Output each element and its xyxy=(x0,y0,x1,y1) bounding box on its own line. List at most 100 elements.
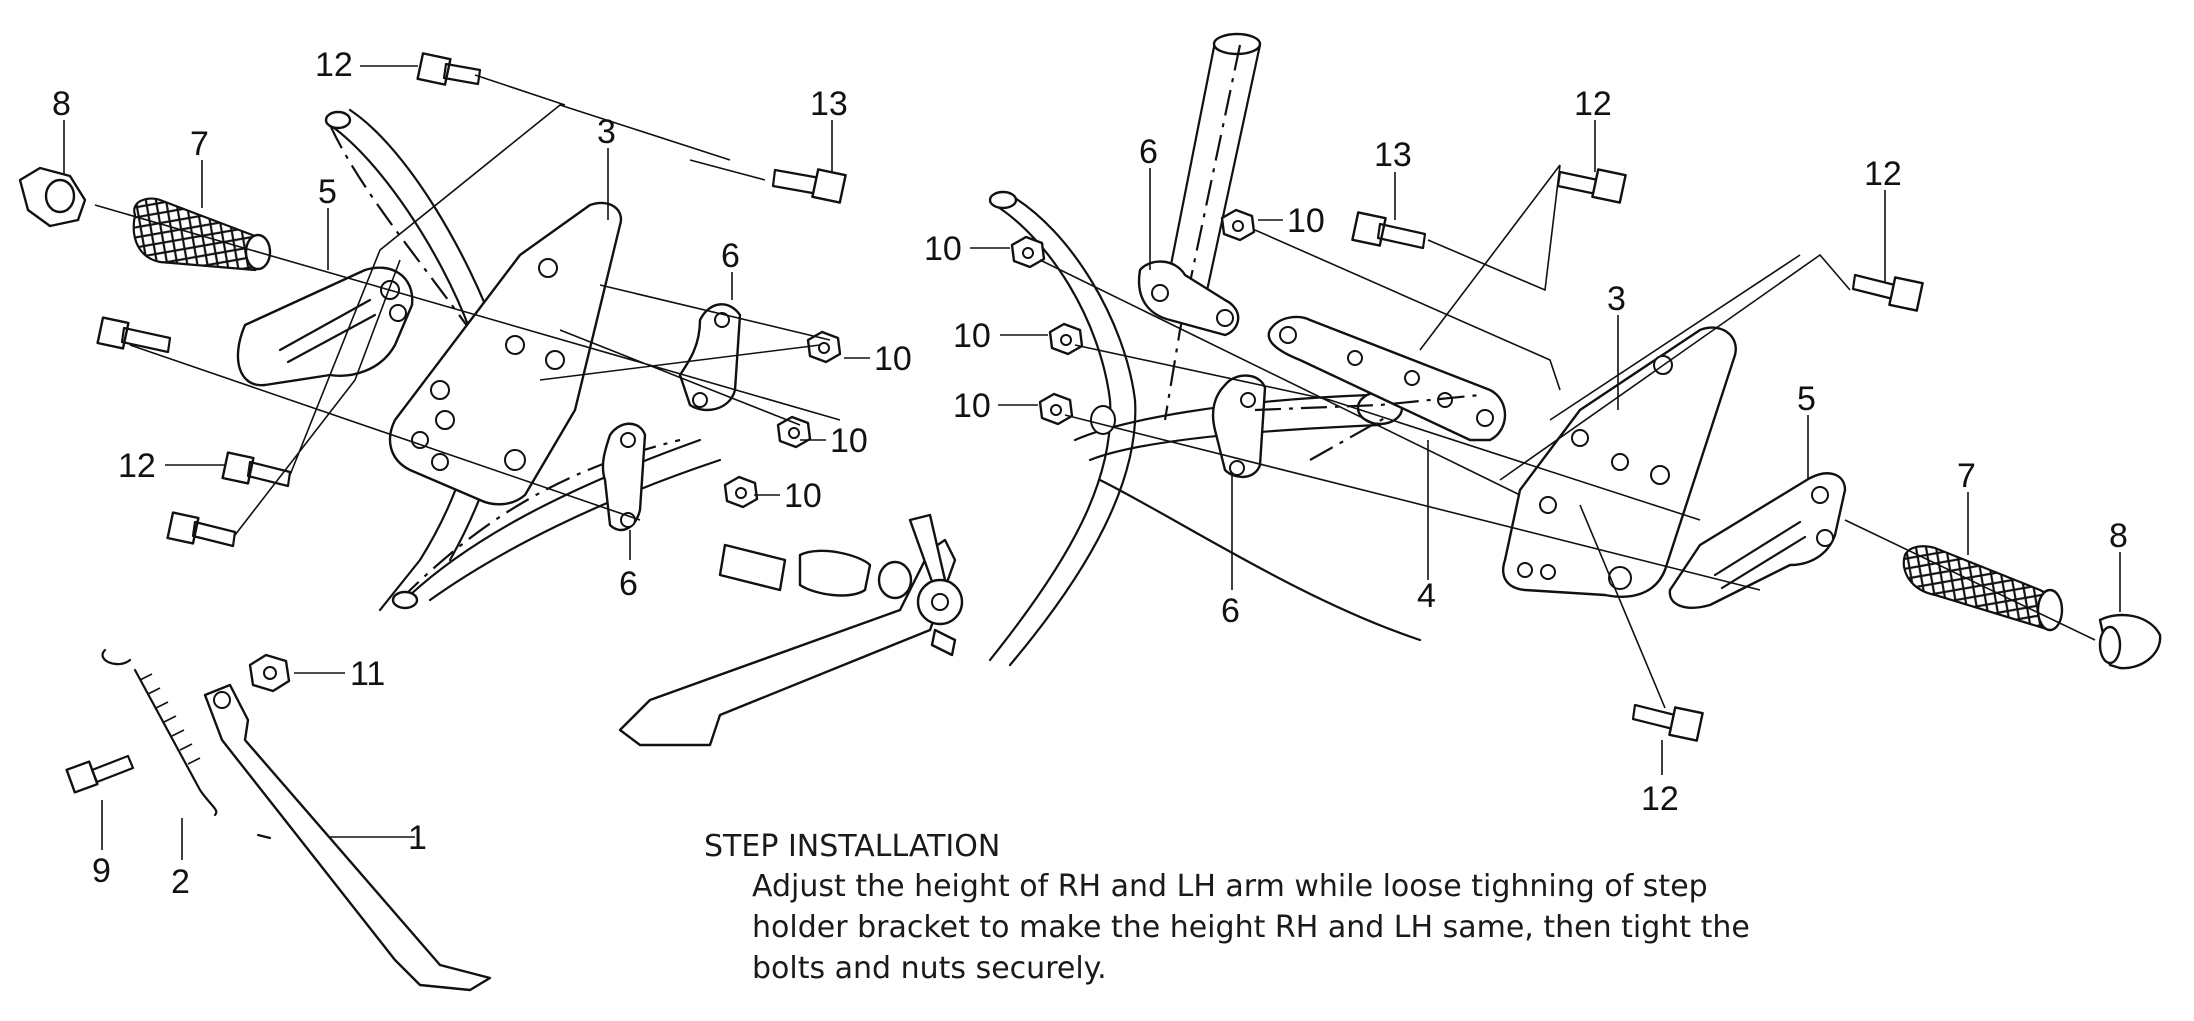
link-plate-hole-3 xyxy=(1404,370,1420,386)
callout-13-left: 13 xyxy=(810,85,848,123)
left-plate-hole-a xyxy=(538,258,558,278)
left-clamp-top-hole-2 xyxy=(692,392,708,408)
note-line-2: holder bracket to make the height RH and… xyxy=(752,910,1750,945)
callout-10-left-c: 10 xyxy=(784,477,822,515)
left-clamp-top-hole-1 xyxy=(714,312,730,328)
callout-10-right-a: 10 xyxy=(924,230,962,268)
left-bolt-12-mid xyxy=(221,451,292,488)
left-step-arm-hole-2 xyxy=(389,304,407,322)
callout-6-left-top: 6 xyxy=(721,237,740,275)
left-lower-tube-end xyxy=(391,590,419,610)
right-nut-10-d xyxy=(1038,392,1074,426)
callout-12-right-bottom: 12 xyxy=(1641,780,1679,818)
callout-labels: 12 8 7 5 3 13 6 10 10 10 12 6 11 1 9 2 6… xyxy=(52,46,2128,901)
callout-6-left-bottom: 6 xyxy=(619,565,638,603)
right-nut-10-c xyxy=(1048,322,1084,356)
right-plate-hole-f xyxy=(1517,562,1533,578)
left-plate-hole-e xyxy=(435,410,455,430)
right-hidden-lines xyxy=(1254,393,1481,461)
callout-11: 11 xyxy=(350,655,385,693)
left-bolt-lower xyxy=(166,511,237,548)
left-nut-10-b xyxy=(776,415,812,449)
side-stand-pin xyxy=(256,833,272,840)
pedal-rod-joint xyxy=(798,549,872,597)
callout-10-left-a: 10 xyxy=(874,340,912,378)
right-plate-hole-e xyxy=(1539,496,1557,514)
step-installation-note: STEP INSTALLATION Adjust the height of R… xyxy=(704,828,1904,989)
right-step-arm-hole-2 xyxy=(1816,529,1834,547)
brake-pedal xyxy=(618,538,957,747)
left-plate-hole-d xyxy=(430,380,450,400)
callout-2: 2 xyxy=(171,863,190,901)
right-plate-hole-c xyxy=(1611,453,1629,471)
right-axis-lines xyxy=(1039,164,2096,709)
right-frame-end xyxy=(988,190,1018,210)
bolt-9 xyxy=(65,754,135,794)
left-axis-lines xyxy=(94,74,841,536)
pedal-rod-end xyxy=(877,560,913,600)
right-plate-hole-g xyxy=(1540,564,1556,580)
note-body: Adjust the height of RH and LH arm while… xyxy=(752,866,1904,989)
link-plate-hole-5 xyxy=(1476,409,1494,427)
note-line-3: bolts and nuts securely. xyxy=(752,951,1107,986)
link-plate-hole-1 xyxy=(1279,326,1297,344)
callout-8-right: 8 xyxy=(2109,517,2128,555)
callout-13-right: 13 xyxy=(1374,136,1412,174)
callout-10-right-d: 10 xyxy=(953,387,991,425)
callout-7-right: 7 xyxy=(1957,457,1976,495)
right-nut-10-b xyxy=(1220,208,1256,242)
right-clamp-bottom-hole-1 xyxy=(1240,392,1256,408)
left-plate-hole-f xyxy=(411,431,429,449)
right-step-arm-slot xyxy=(1713,520,1807,590)
callout-10-left-b: 10 xyxy=(830,422,868,460)
right-assembly xyxy=(988,32,2162,742)
left-bolt-long xyxy=(96,316,172,354)
callout-10-right-c: 10 xyxy=(953,317,991,355)
left-bolt-12-top xyxy=(416,52,482,86)
spring-coils xyxy=(139,673,201,765)
right-bolt-12-far xyxy=(1851,273,1924,312)
right-bolt-12-top xyxy=(1556,168,1627,204)
left-step-arm-slot xyxy=(278,298,377,364)
right-clamp-bottom-hole-2 xyxy=(1229,460,1245,476)
callout-7-left: 7 xyxy=(190,125,209,163)
note-line-1: Adjust the height of RH and LH arm while… xyxy=(752,869,1708,904)
callout-3-left: 3 xyxy=(597,113,616,151)
callout-6-right-bottom: 6 xyxy=(1221,592,1240,630)
left-tube-end xyxy=(324,110,352,130)
callout-5-right: 5 xyxy=(1797,380,1816,418)
note-title: STEP INSTALLATION xyxy=(704,829,1001,864)
left-cap-8-face xyxy=(44,178,76,214)
callout-leaders xyxy=(63,65,2121,860)
right-vertical-tube xyxy=(1163,40,1262,302)
callout-6-right-top: 6 xyxy=(1139,133,1158,171)
callout-12-mid-left: 12 xyxy=(118,447,156,485)
right-clamp-top-hole-1 xyxy=(1151,284,1169,302)
left-plate-hole-h xyxy=(504,449,526,471)
callout-3-right: 3 xyxy=(1607,280,1626,318)
callout-12-top-left: 12 xyxy=(315,46,353,84)
right-step-arm-5 xyxy=(1668,472,1847,609)
callout-8-left: 8 xyxy=(52,85,71,123)
pedal-hook xyxy=(930,628,957,657)
left-nut-10-c xyxy=(723,475,759,509)
right-clamp-6-top xyxy=(1137,260,1240,337)
right-cap-8-face xyxy=(2098,625,2122,665)
right-clamp-top-hole-2 xyxy=(1216,309,1234,327)
left-nut-10-a xyxy=(806,330,842,364)
right-tube-center xyxy=(1163,44,1242,421)
side-stand-spring-2 xyxy=(101,648,218,817)
left-assembly xyxy=(18,52,964,992)
link-plate-hole-2 xyxy=(1347,350,1363,366)
left-clamp-6-bottom xyxy=(601,422,647,532)
right-link-plate-4 xyxy=(1267,315,1507,442)
side-stand-1 xyxy=(203,683,492,992)
left-lower-tube xyxy=(408,438,722,602)
callout-1: 1 xyxy=(408,819,427,857)
link-plate-hole-4 xyxy=(1437,392,1453,408)
right-plate-hole-h xyxy=(1608,566,1632,590)
left-plate-hole-c xyxy=(545,350,565,370)
right-vertical-tube-end xyxy=(1212,32,1262,56)
right-footpeg-end xyxy=(2036,588,2064,632)
